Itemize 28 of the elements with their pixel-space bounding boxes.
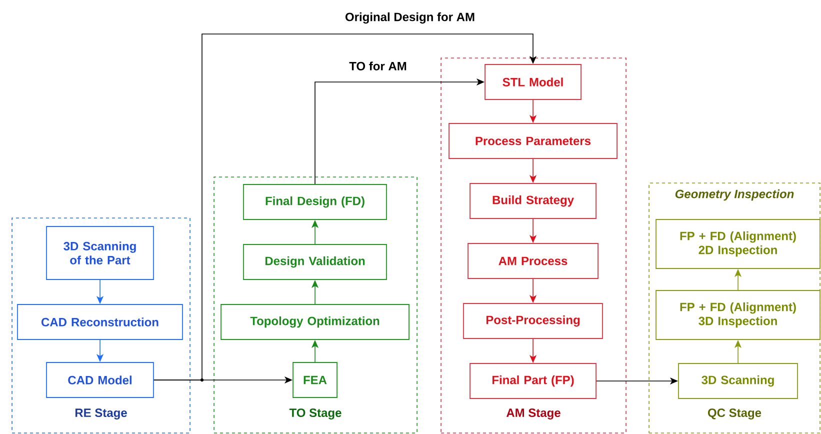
stage-label: AM Stage — [506, 408, 560, 420]
process-box: CAD Reconstruction — [17, 304, 183, 340]
edge-label: Original Design for AM — [344, 11, 476, 25]
process-box: Design Validation — [243, 244, 387, 280]
stage-label: QC Stage — [708, 408, 762, 420]
stage-panel — [214, 176, 418, 434]
edge-label: TO for AM — [348, 60, 408, 72]
process-box: 3D Scanning of the Part — [46, 226, 154, 280]
process-box: Topology Optimization — [220, 304, 410, 340]
process-box: Post-Processing — [463, 303, 603, 339]
process-box: Process Parameters — [448, 123, 618, 159]
stage-label: TO Stage — [289, 408, 342, 420]
process-box: Final Part (FP) — [470, 363, 596, 399]
process-box: STL Model — [484, 64, 582, 100]
stage-panel — [648, 182, 820, 434]
process-box: FEA — [292, 362, 338, 398]
stage-label: RE Stage — [75, 408, 127, 420]
arrow — [154, 34, 537, 382]
panel-heading: Geometry Inspection — [675, 189, 794, 201]
process-box: Build Strategy — [470, 183, 596, 219]
stage-panel — [440, 58, 626, 434]
process-box: AM Process — [468, 243, 598, 279]
process-box: Final Design (FD) — [243, 184, 387, 220]
process-box: 3D Scanning — [678, 363, 798, 399]
process-box: FP + FD (Alignment) 2D Inspection — [656, 219, 820, 269]
process-box: CAD Model — [46, 362, 154, 398]
process-box: FP + FD (Alignment) 3D Inspection — [656, 290, 820, 340]
stage-panel — [12, 218, 190, 434]
